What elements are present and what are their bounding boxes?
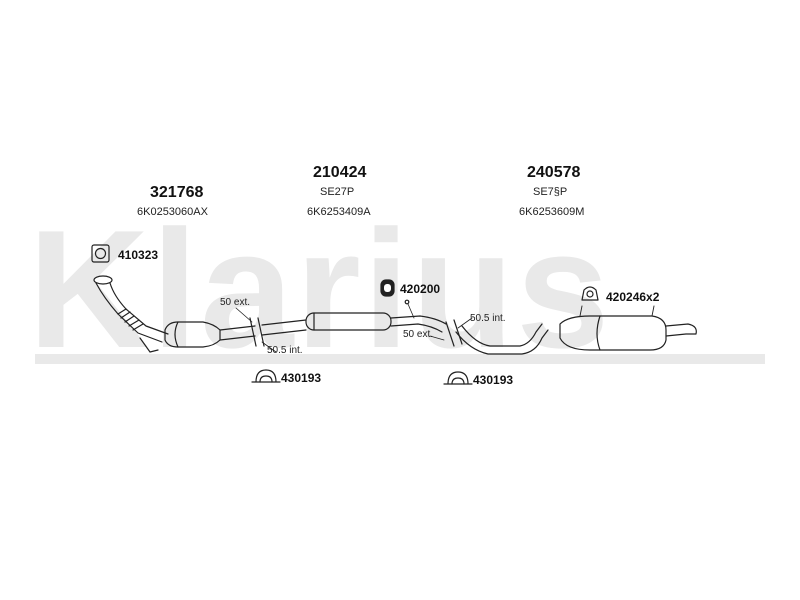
gasket-label: 410323	[118, 248, 159, 262]
centre-silencer-oem-code: 6K6253409A	[307, 206, 371, 218]
centre-silencer-icon	[261, 299, 447, 336]
watermark-underline	[35, 354, 765, 364]
clamp-right-label: 430193	[473, 373, 514, 387]
clamp-left-label: 430193	[281, 371, 322, 385]
brand-watermark: Klarius	[28, 195, 612, 383]
gasket-icon	[91, 244, 110, 263]
rubber-mount-label: 420200	[400, 282, 441, 296]
rear-mount-label: 420246x2	[606, 290, 660, 304]
rear-silencer-oem-code: 6K6253609M	[519, 206, 585, 218]
rear-mount-icon	[581, 286, 599, 301]
right-joint-icon	[429, 317, 473, 347]
catalytic-converter-icon	[164, 321, 256, 348]
rubber-mount-icon	[380, 279, 395, 297]
joint-note-left-int: 50.5 int.	[267, 345, 303, 356]
front-pipe-icon	[93, 275, 169, 353]
centre-silencer-sub-code: SE27P	[320, 186, 355, 198]
front-pipe-oem-code: 6K0253060AX	[137, 206, 208, 218]
rear-silencer-icon	[455, 305, 697, 355]
centre-silencer-part-number: 210424	[313, 164, 367, 181]
rear-silencer-sub-code: SE7§P	[533, 186, 568, 198]
clamp-left-icon	[251, 369, 281, 383]
joint-note-right-ext: 50 ext.	[403, 329, 434, 340]
joint-note-left-ext: 50 ext.	[220, 297, 251, 308]
front-pipe-part-number: 321768	[150, 184, 204, 201]
left-joint-icon	[235, 307, 277, 353]
joint-note-right-int: 50.5 int.	[470, 313, 506, 324]
rear-silencer-part-number: 240578	[527, 164, 581, 181]
clamp-right-icon	[443, 371, 473, 385]
